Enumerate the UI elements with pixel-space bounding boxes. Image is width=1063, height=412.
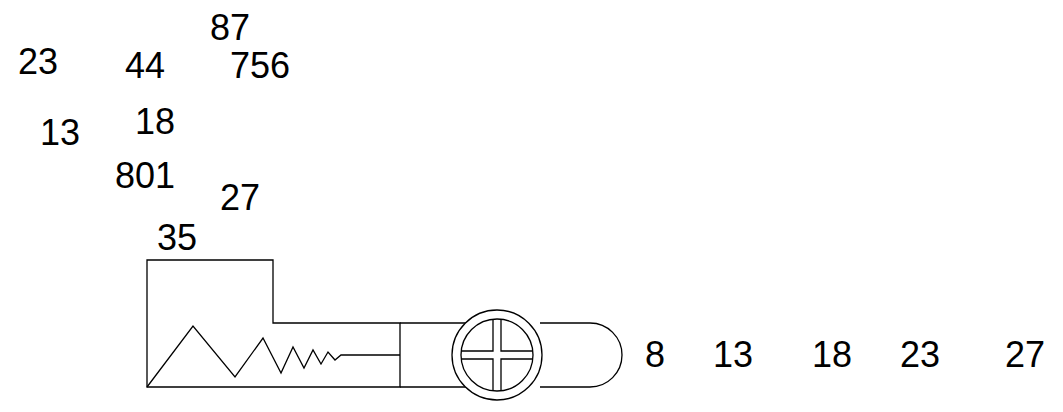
callout-slot: 27 xyxy=(1005,335,1045,375)
callout-number: 18 xyxy=(135,102,175,142)
callout-slot: 87 xyxy=(210,8,250,48)
callout-slot: 13 xyxy=(40,113,80,153)
callout-slot: 756 xyxy=(230,46,290,86)
callout-slot: 35 xyxy=(157,218,197,258)
wheel-cross xyxy=(462,320,532,390)
callout-slot: 23 xyxy=(18,42,58,82)
callout-slot: 801 xyxy=(115,156,175,196)
callout-number: 44 xyxy=(125,46,165,86)
housing-outline xyxy=(147,260,400,387)
callout-number: 8 xyxy=(645,335,665,375)
callout-slot: 18 xyxy=(812,335,852,375)
callout-number: 87 xyxy=(210,8,250,48)
callout-slot: 27 xyxy=(220,178,260,218)
callout-slot: 44 xyxy=(125,46,165,86)
wheel-outer xyxy=(452,310,542,400)
callout-number: 13 xyxy=(40,113,80,153)
callout-slot: 8 xyxy=(645,335,665,375)
end-cap xyxy=(540,323,622,387)
callout-number: 13 xyxy=(713,335,753,375)
callout-number: 23 xyxy=(900,335,940,375)
callout-number: 801 xyxy=(115,156,175,196)
spring-symbol xyxy=(147,326,400,387)
callout-number: 18 xyxy=(812,335,852,375)
callout-number: 23 xyxy=(18,42,58,82)
callout-number: 756 xyxy=(230,46,290,86)
callout-number: 27 xyxy=(220,178,260,218)
callout-slot: 23 xyxy=(900,335,940,375)
callout-slot: 13 xyxy=(713,335,753,375)
callout-slot: 18 xyxy=(135,102,175,142)
callout-number: 35 xyxy=(157,218,197,258)
callout-number: 27 xyxy=(1005,335,1045,375)
wheel-inner xyxy=(461,319,533,391)
